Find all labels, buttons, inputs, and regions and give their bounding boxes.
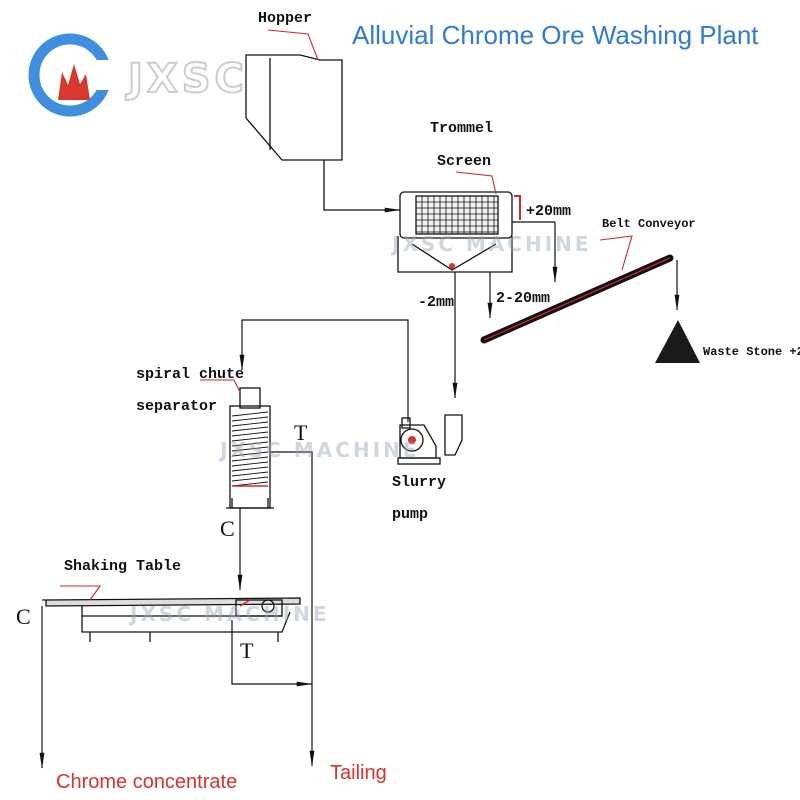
- size-2-20-label: 2-20mm: [496, 290, 551, 307]
- slurry-label-line1: Slurry: [392, 474, 447, 491]
- jxsc-logo-icon: [28, 33, 112, 117]
- trommel-screen-shape: [397, 191, 521, 273]
- tailing-output: Tailing: [330, 762, 387, 784]
- slurry-pump-shape: [397, 414, 463, 465]
- table-tailing-line: [231, 620, 313, 687]
- belt-conveyor-shape: [480, 254, 674, 344]
- minus2-label: -2mm: [418, 294, 455, 311]
- spiral-label-line1: spiral chute: [136, 366, 245, 383]
- trommel-label-line1: Trommel: [430, 120, 494, 137]
- table-c-label: C: [16, 604, 31, 629]
- spiral-chute-shape: [226, 387, 274, 509]
- slurry-label-line2: pump: [392, 506, 429, 523]
- watermark-2: JXSC MACHINE: [220, 438, 420, 462]
- spiral-label-line2: separator: [136, 398, 218, 415]
- watermark-1: JXSC MACHINE: [392, 232, 592, 256]
- pump-to-spiral-line: [239, 319, 409, 422]
- shaking-table-shape: [45, 597, 301, 642]
- belt-conveyor-label: Belt Conveyor: [602, 217, 696, 231]
- hopper-to-trommel-line: [323, 160, 401, 213]
- chrome-concentrate-output: Chrome concentrate: [56, 771, 238, 793]
- logo-text: JXSC: [127, 55, 248, 103]
- diagram-title: Alluvial Chrome Ore Washing Plant: [352, 20, 759, 50]
- hopper-label: Hopper: [258, 10, 313, 27]
- watermark-3: JXSC MACHINE: [130, 602, 330, 626]
- spiral-tailing-line: [270, 451, 315, 767]
- shaking-table-label: Shaking Table: [64, 558, 182, 575]
- trommel-label-line2: Screen: [437, 153, 492, 170]
- waste-stone-pile: [655, 320, 700, 363]
- waste-stone-label: Waste Stone +2mm: [703, 345, 800, 359]
- spiral-t-label: T: [294, 420, 308, 445]
- spiral-c-label: C: [220, 516, 235, 541]
- table-t-label: T: [240, 638, 254, 663]
- hopper-shape: [245, 54, 343, 161]
- plus20-label: +20mm: [526, 203, 572, 220]
- label-leaders: [60, 29, 633, 601]
